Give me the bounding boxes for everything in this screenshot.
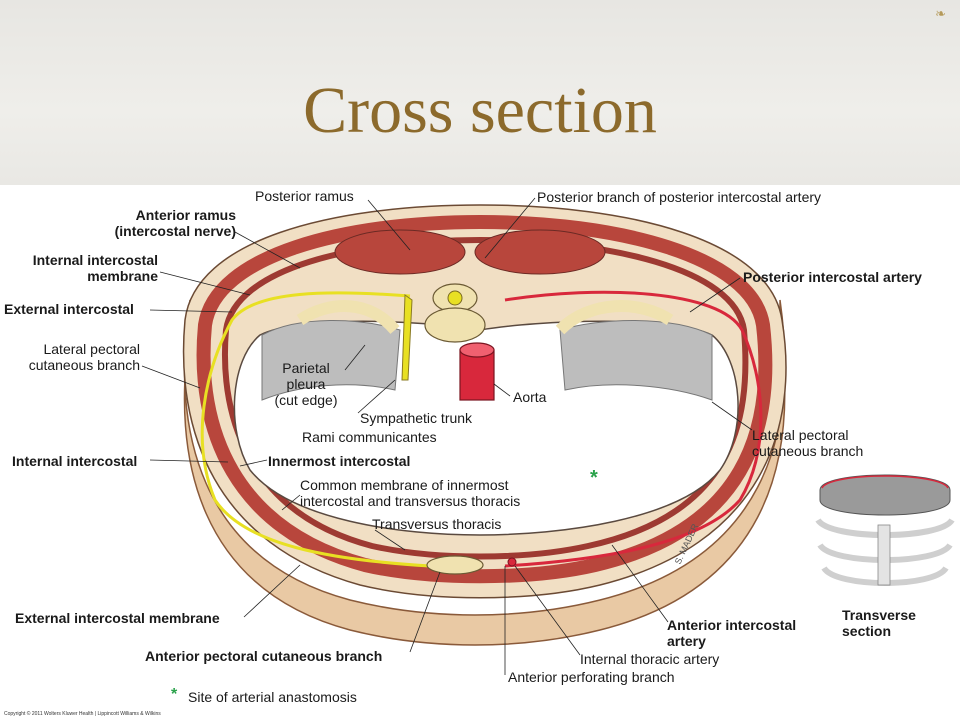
legend-asterisk: * [171, 686, 178, 703]
sympathetic-trunk [401, 294, 413, 381]
label-posterior-intercostal-artery: Posterior intercostal artery [743, 269, 922, 285]
label-posterior-branch-artery: Posterior branch of posterior intercosta… [537, 189, 822, 205]
label-lateral-pectoral-right: Lateral pectoral cutaneous branch [752, 427, 864, 459]
label-innermost-intercostal: Innermost intercostal [268, 453, 411, 469]
anastomosis-asterisk: * [590, 467, 598, 489]
label-anterior-pectoral-cutaneous: Anterior pectoral cutaneous branch [145, 648, 383, 664]
copyright-notice: Copyright © 2011 Wolters Kluwer Health |… [4, 711, 161, 717]
inset-rib-cage [815, 474, 955, 586]
slide-title: Cross section [303, 74, 657, 147]
label-anterior-intercostal-artery: Anterior intercostal artery [667, 617, 797, 649]
label-rami-communicantes: Rami communicantes [302, 429, 437, 445]
intercostal-artery-right [504, 290, 763, 568]
inset-sternum [877, 524, 891, 586]
aorta [459, 349, 495, 401]
innermost-muscle-ring [222, 236, 749, 560]
internal-thoracic-artery [507, 557, 517, 567]
label-parietal-pleura: Parietal pleura (cut edge) [274, 360, 338, 408]
label-common-membrane: Common membrane of innermost intercostal… [300, 477, 521, 509]
spinal-cord [447, 290, 463, 306]
inset-rib-1 [819, 474, 951, 516]
label-posterior-ramus: Posterior ramus [255, 188, 354, 204]
sternum [426, 555, 484, 575]
title-band [0, 0, 960, 185]
intercostal-muscle-ring [196, 214, 773, 584]
rib-left [296, 300, 400, 335]
aorta-top [459, 342, 495, 358]
label-external-intercostal: External intercostal [4, 301, 134, 317]
label-sympathetic-trunk: Sympathetic trunk [360, 410, 473, 426]
label-lateral-pectoral-left: Lateral pectoral cutaneous branch [28, 341, 140, 373]
label-transversus-thoracis: Transversus thoracis [372, 516, 502, 532]
leader-lines [141, 197, 753, 675]
corner-ornament-icon: ❧ [935, 6, 946, 21]
vertebral-body [424, 307, 486, 343]
erector-spinae-right [474, 229, 606, 275]
erector-spinae-left [334, 229, 466, 275]
label-internal-intercostal: Internal intercostal [12, 453, 138, 469]
legend-text: Site of arterial anastomosis [188, 689, 357, 705]
label-external-intercostal-membrane: External intercostal membrane [15, 610, 220, 626]
label-aorta: Aorta [513, 389, 547, 405]
rib-right [555, 300, 674, 335]
intercostal-nerve-left [200, 291, 431, 568]
label-anterior-ramus: Anterior ramus (intercostal nerve) [114, 207, 236, 239]
label-anterior-perforating: Anterior perforating branch [508, 669, 675, 685]
inset-section-highlight [821, 475, 949, 489]
label-internal-intercostal-membrane: Internal intercostal membrane [32, 252, 158, 284]
label-internal-thoracic-artery: Internal thoracic artery [580, 651, 720, 667]
label-transverse-section: Transverse section [842, 607, 916, 639]
